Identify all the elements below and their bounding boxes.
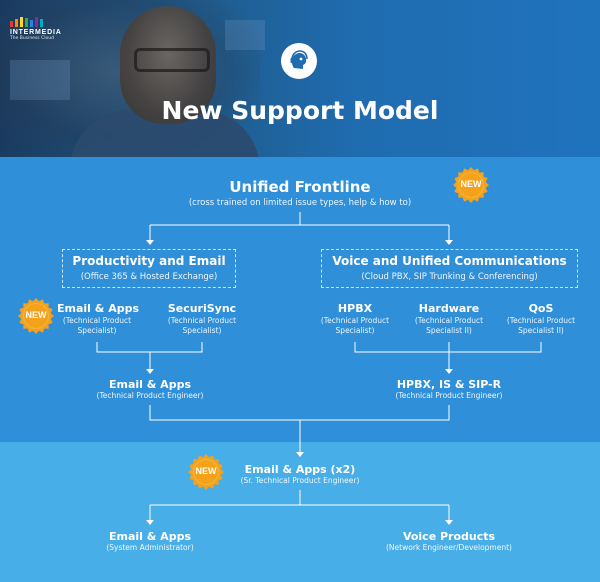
header-banner: INTERMEDIA The Business Cloud New Suppor… (0, 0, 600, 157)
role-qos-desc: (Technical Product (506, 316, 576, 325)
role-hardware: Hardware (418, 302, 480, 315)
role-qos: QoS (528, 302, 554, 315)
role-email-apps: Email & Apps (57, 302, 140, 315)
productivity-escalation: Email & Apps (108, 378, 191, 391)
role-hpbx: HPBX (337, 302, 373, 315)
logo-bar (20, 17, 23, 27)
logo-bar (35, 17, 38, 27)
final-voice-products: Voice Products (402, 530, 496, 543)
productivity-subtitle: (Office 365 & Hosted Exchange) (80, 272, 218, 282)
background-monitor (10, 60, 70, 100)
support-agent-icon (281, 43, 317, 79)
new-badge-icon: NEW (187, 453, 225, 491)
role-securisync-desc: (Technical Product (167, 316, 237, 325)
role-qos-desc: Specialist II) (518, 326, 564, 335)
logo-bar (40, 19, 43, 27)
senior-tier-band (0, 442, 600, 582)
voice-escalation: HPBX, IS & SIP-R (396, 378, 502, 391)
final-email-apps: Email & Apps (108, 530, 191, 543)
logo-bars-icon (10, 17, 62, 27)
new-badge-icon: NEW (17, 297, 55, 335)
productivity-box (62, 249, 236, 288)
intermedia-logo: INTERMEDIA The Business Cloud (10, 17, 62, 41)
productivity-escalation-desc: (Technical Product Engineer) (96, 391, 204, 400)
role-securisync: SecuriSync (167, 302, 237, 315)
voice-title: Voice and Unified Communications (332, 254, 567, 268)
logo-bar (30, 20, 33, 27)
final-email-apps-desc: (System Administrator) (106, 543, 194, 552)
logo-name: INTERMEDIA (10, 29, 62, 36)
logo-bar (15, 19, 18, 27)
page-title: New Support Model (161, 96, 439, 125)
logo-bar (25, 18, 28, 27)
frontline-subtitle: (cross trained on limited issue types, h… (188, 198, 412, 208)
productivity-title: Productivity and Email (72, 254, 226, 268)
role-email-apps-desc: Specialist) (77, 326, 117, 335)
final-voice-products-desc: (Network Engineer/Development) (386, 543, 512, 552)
senior-engineer: Email & Apps (x2) (244, 463, 356, 476)
role-hardware-desc: (Technical Product (414, 316, 484, 325)
logo-bar (10, 21, 13, 27)
logo-tagline: The Business Cloud (10, 36, 54, 41)
role-hpbx-desc: (Technical Product (320, 316, 390, 325)
role-hpbx-desc: Specialist) (335, 326, 375, 335)
voice-subtitle: (Cloud PBX, SIP Trunking & Conferencing) (361, 272, 538, 282)
tier-band (0, 157, 600, 442)
role-securisync-desc: Specialist) (182, 326, 222, 335)
new-badge-icon: NEW (452, 166, 490, 204)
person-glasses (134, 48, 210, 72)
background-monitor (225, 20, 265, 50)
role-email-apps-desc: (Technical Product (62, 316, 132, 325)
senior-engineer-desc: (Sr. Technical Product Engineer) (240, 476, 360, 485)
voice-box (321, 249, 578, 288)
frontline-title: Unified Frontline (229, 178, 371, 196)
voice-escalation-desc: (Technical Product Engineer) (395, 391, 503, 400)
role-hardware-desc: Specialist II) (426, 326, 472, 335)
